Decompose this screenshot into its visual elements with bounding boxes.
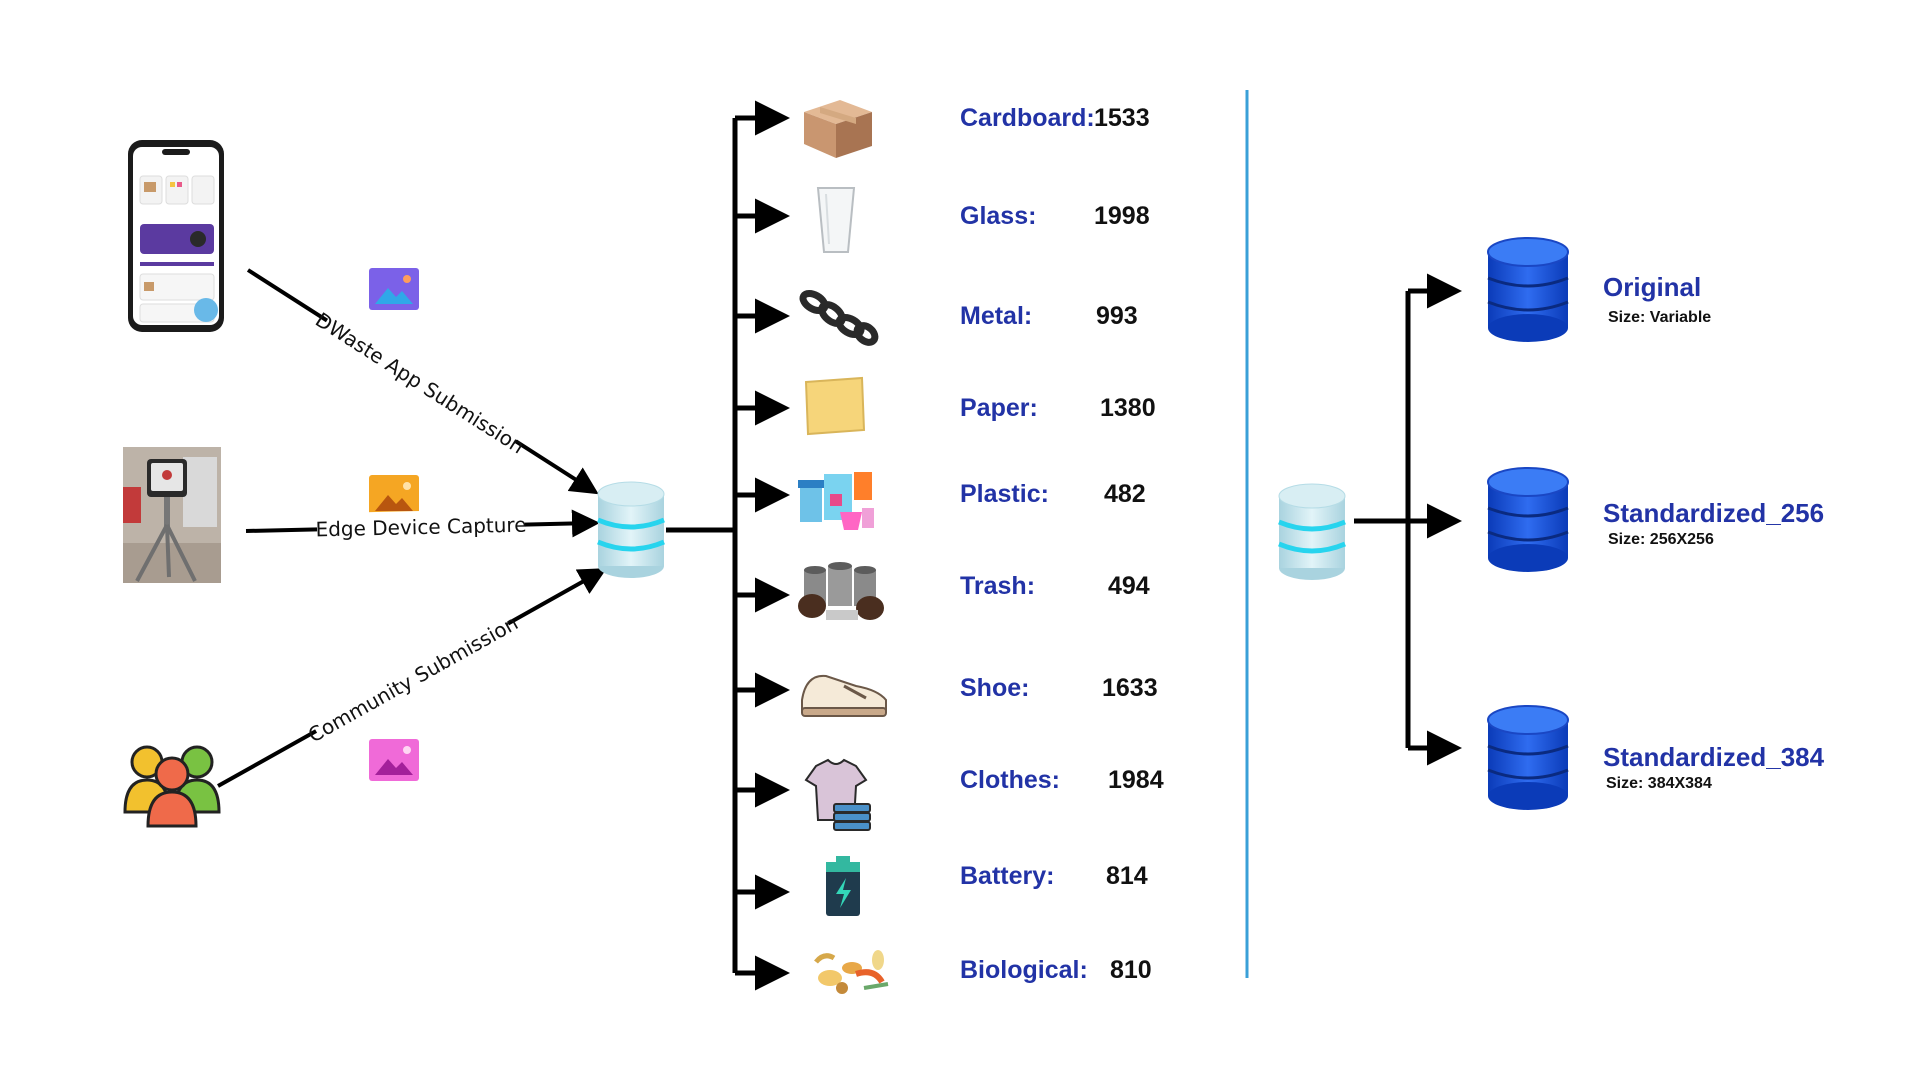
clothes-icon (804, 758, 871, 831)
paper-icon (804, 376, 866, 436)
variant-name: Standardized_384 (1603, 742, 1825, 772)
smartphone-app-icon (128, 140, 224, 332)
edge-device-camera-icon (123, 447, 221, 583)
category-name: Plastic: (960, 480, 1049, 508)
source-label: Community Submission (304, 611, 522, 748)
database-icon (1487, 705, 1569, 810)
category-name: Shoe: (960, 674, 1029, 702)
source-label: Edge Device Capture (315, 513, 526, 542)
image-icon (369, 475, 419, 517)
category-name: Cardboard: (960, 104, 1095, 132)
battery-icon (826, 856, 860, 916)
category-count: 1380 (1100, 394, 1156, 422)
category-name: Metal: (960, 302, 1032, 330)
category-name: Biological: (960, 956, 1088, 984)
central-database-icon (597, 481, 665, 578)
shoe-icon (801, 674, 887, 717)
category-count: 1984 (1108, 766, 1164, 794)
variant-name: Original (1603, 272, 1701, 302)
category-count: 814 (1106, 862, 1148, 890)
category-name: Trash: (960, 572, 1035, 600)
community-people-icon (123, 745, 221, 828)
category-count: 1633 (1102, 674, 1158, 702)
category-name: Glass: (960, 202, 1036, 230)
category-count: 494 (1108, 572, 1150, 600)
category-count: 1998 (1094, 202, 1150, 230)
image-icon (369, 739, 419, 781)
category-count: 1533 (1094, 104, 1150, 132)
image-icon (369, 268, 419, 310)
cardboard-box-icon (804, 100, 872, 158)
database-icon (1487, 467, 1569, 572)
category-count: 810 (1110, 956, 1152, 984)
database-icon (1487, 237, 1569, 342)
category-name: Paper: (960, 394, 1038, 422)
glass-icon (816, 187, 856, 253)
metal-chain-icon (799, 289, 879, 346)
variant-name: Standardized_256 (1603, 498, 1824, 528)
variant-size: Size: 384X384 (1606, 775, 1712, 792)
trash-cans-icon (798, 562, 884, 620)
variant-size: Size: 256X256 (1608, 531, 1714, 548)
category-name: Battery: (960, 862, 1054, 890)
category-count: 993 (1096, 302, 1138, 330)
biological-waste-icon (814, 950, 889, 994)
category-count: 482 (1104, 480, 1146, 508)
source-label: DWaste App Submission (311, 307, 529, 458)
category-name: Clothes: (960, 766, 1060, 794)
dataset-database-icon (1278, 483, 1346, 580)
plastic-items-icon (798, 472, 874, 530)
variant-size: Size: Variable (1608, 309, 1711, 326)
